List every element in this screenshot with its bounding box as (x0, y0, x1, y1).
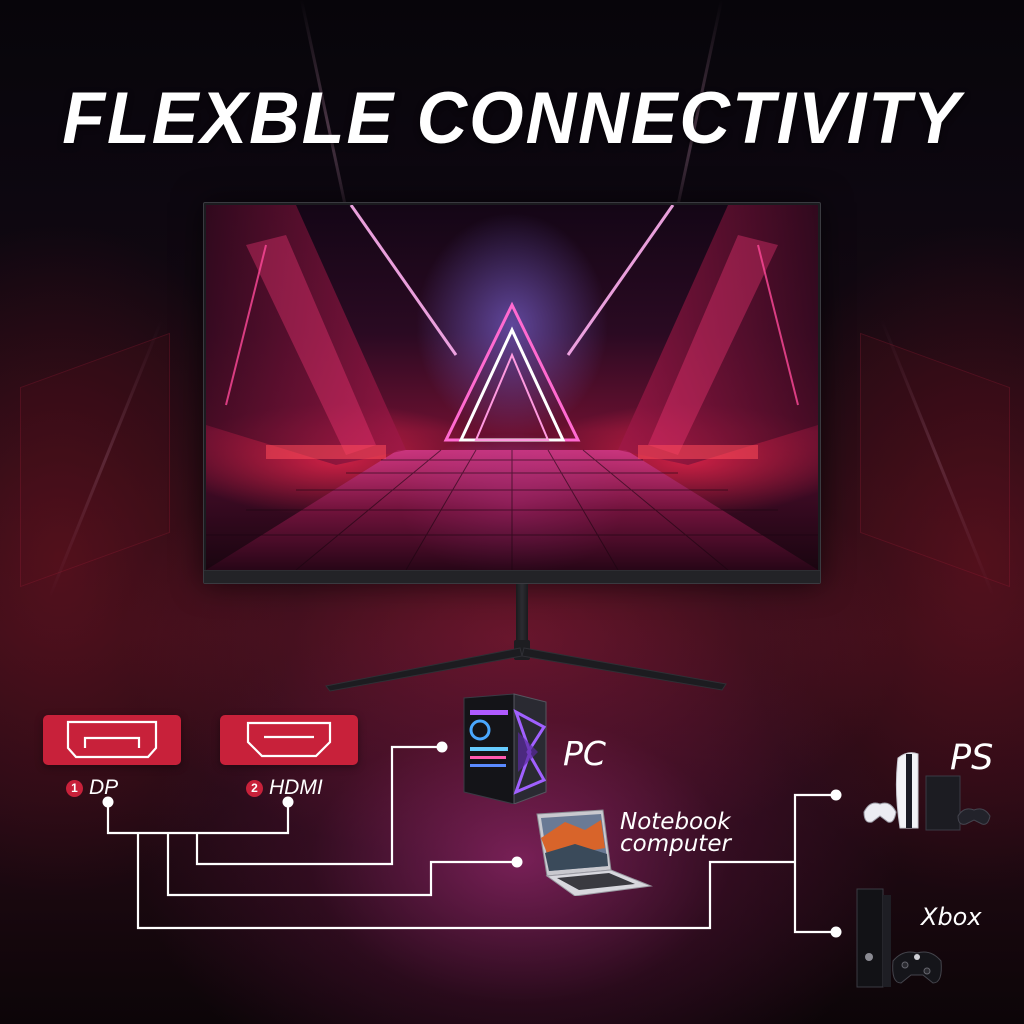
hdmi-icon (246, 721, 332, 758)
port-number-badge: 1 (66, 779, 83, 797)
monitor-stand-neck (516, 584, 528, 658)
displayport-icon (66, 720, 158, 759)
playstation-device (860, 750, 995, 835)
laptop-device (535, 808, 653, 897)
device-label-xbox: Xbox (921, 903, 982, 931)
port-name: DP (89, 776, 119, 799)
monitor-screen (206, 205, 818, 570)
pc-tower-icon (463, 693, 547, 805)
xbox-device (855, 885, 950, 990)
device-label-pc: PC (563, 734, 606, 773)
device-label-line: Notebook (620, 809, 731, 835)
xbox-console-icon (856, 888, 942, 988)
monitor (203, 202, 821, 584)
background-panel (20, 332, 170, 588)
monitor-stand-hub (514, 640, 530, 660)
hdmi-badge (220, 715, 358, 765)
monitor-bezel (204, 570, 820, 583)
playstation-console-icon (863, 752, 991, 831)
port-label-dp: 1 DP (66, 776, 118, 800)
neon-corridor-illustration (206, 205, 818, 570)
page-title: FLEXBLE CONNECTIVITY (62, 77, 962, 159)
displayport-badge (43, 715, 181, 765)
device-label-ps: PS (950, 738, 994, 778)
port-name: HDMI (269, 776, 323, 799)
pc-device (458, 692, 548, 805)
port-label-hdmi: 2 HDMI (246, 776, 323, 800)
background-panel (860, 332, 1010, 588)
laptop-icon (536, 809, 653, 897)
port-number-badge: 2 (246, 779, 263, 797)
